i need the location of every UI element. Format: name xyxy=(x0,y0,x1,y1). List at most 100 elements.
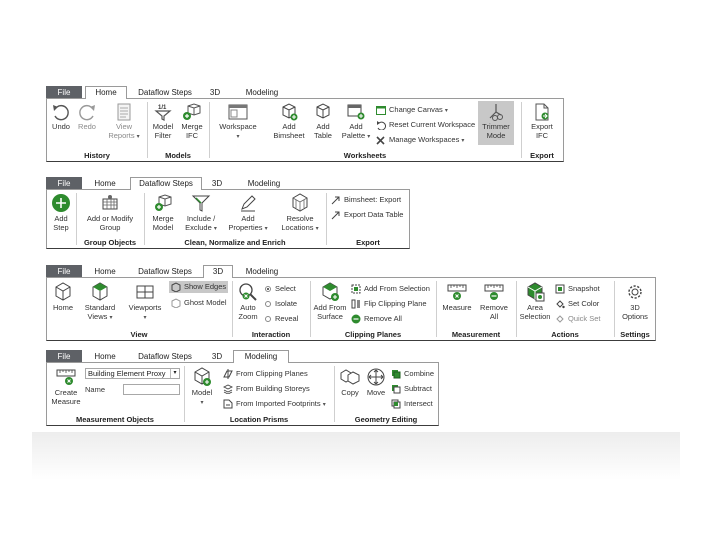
undo-button[interactable]: Undo xyxy=(49,103,73,131)
show-edges-toggle[interactable]: Show Edges xyxy=(169,281,229,294)
tab-dataflow-steps[interactable]: Dataflow Steps xyxy=(138,267,192,276)
group-title-location-prisms: Location Prisms xyxy=(229,415,289,424)
measure-button[interactable]: Measure xyxy=(441,282,473,312)
tab-modeling[interactable]: Modeling xyxy=(245,267,279,276)
tab-dataflow-steps[interactable]: Dataflow Steps xyxy=(138,352,192,361)
remove-all-clipping-button[interactable]: Remove All xyxy=(351,314,402,324)
export-ifc-button[interactable]: Export IFC xyxy=(526,103,558,140)
tab-file[interactable]: File xyxy=(46,350,82,363)
view-reports-button[interactable]: View Reports ▾ xyxy=(107,103,141,142)
tab-modeling[interactable]: Modeling xyxy=(247,179,281,188)
add-bimsheet-button[interactable]: Add Bimsheet xyxy=(272,103,306,140)
select-radio[interactable]: Select xyxy=(265,284,296,294)
group-objects-icon xyxy=(102,195,118,210)
tab-home[interactable]: Home xyxy=(94,267,116,276)
merge-model-button[interactable]: Merge Model xyxy=(149,193,177,232)
add-from-selection-button[interactable]: Add From Selection xyxy=(351,284,430,294)
set-color-button[interactable]: Set Color xyxy=(555,299,599,309)
tab-home[interactable]: Home xyxy=(94,179,116,188)
tools-icon xyxy=(376,135,385,145)
add-step-button[interactable]: Add Step xyxy=(48,193,74,232)
model-filter-label-1: Model xyxy=(152,122,174,131)
from-building-storeys-button[interactable]: From Building Storeys xyxy=(223,384,310,395)
svg-text:1/1: 1/1 xyxy=(158,105,167,111)
undo-icon xyxy=(53,104,69,121)
quick-set-button[interactable]: Quick Set xyxy=(555,314,601,324)
bimsheet-export-button[interactable]: Bimsheet: Export xyxy=(331,195,401,205)
tab-file[interactable]: File xyxy=(46,177,82,190)
tab-3d[interactable]: 3D xyxy=(203,265,233,278)
group-title-measurement-objects: Measurement Objects xyxy=(76,415,154,424)
reset-workspace-button[interactable]: Reset Current Workspace xyxy=(376,120,475,130)
canvas-icon xyxy=(376,105,386,115)
move-button[interactable]: Move xyxy=(363,367,389,397)
3d-options-button[interactable]: 3D Options xyxy=(618,282,652,321)
add-modify-group-button[interactable]: Add or Modify Group xyxy=(79,193,141,232)
change-canvas-label: Change Canvas xyxy=(389,105,443,114)
add-table-label-2: Table xyxy=(314,131,332,140)
group-title-worksheets: Worksheets xyxy=(343,151,387,160)
ghost-model-toggle[interactable]: Ghost Model xyxy=(171,298,227,309)
subtract-label: Subtract xyxy=(404,384,432,393)
copy-cubes-icon xyxy=(340,369,360,385)
change-canvas-button[interactable]: Change Canvas ▾ xyxy=(376,105,448,116)
object-type-select[interactable]: Building Element Proxy ▾ xyxy=(85,368,180,379)
area-selection-button[interactable]: Area Selection xyxy=(519,282,551,321)
clipping-plane-icon xyxy=(223,369,233,380)
tab-modeling[interactable]: Modeling xyxy=(245,88,279,97)
tab-home[interactable]: Home xyxy=(94,352,116,361)
copy-button[interactable]: Copy xyxy=(337,367,363,397)
add-properties-button[interactable]: Add Properties ▾ xyxy=(225,193,271,234)
tab-3d[interactable]: 3D xyxy=(209,88,221,97)
model-button[interactable]: Model ▾ xyxy=(187,367,217,408)
tab-modeling[interactable]: Modeling xyxy=(233,350,289,363)
merge-ifc-button[interactable]: Merge IFC xyxy=(179,103,205,140)
redo-button[interactable]: Redo xyxy=(75,103,99,131)
snapshot-button[interactable]: Snapshot xyxy=(555,284,600,294)
table-cube-icon xyxy=(316,103,330,119)
tab-3d[interactable]: 3D xyxy=(211,179,223,188)
home-view-button[interactable]: Home xyxy=(49,282,77,312)
export-data-table-button[interactable]: Export Data Table xyxy=(331,210,403,220)
add-from-surface-button[interactable]: Add From Surface xyxy=(313,282,347,321)
flip-clipping-plane-button[interactable]: Flip Clipping Plane xyxy=(351,299,427,309)
from-building-storeys-label: From Building Storeys xyxy=(236,384,310,393)
resolve-locations-button[interactable]: Resolve Locations ▾ xyxy=(277,193,323,234)
remove-all-measurements-button[interactable]: Remove All xyxy=(477,282,511,321)
include-exclude-button[interactable]: Include / Exclude ▾ xyxy=(183,193,219,234)
workspace-button[interactable]: Workspace ▾ xyxy=(216,103,260,142)
intersect-button[interactable]: Intersect xyxy=(391,399,433,409)
trimmer-mode-button[interactable]: Trimmer Mode xyxy=(478,101,514,145)
tab-file[interactable]: File xyxy=(46,86,82,99)
isolate-radio[interactable]: Isolate xyxy=(265,299,297,309)
export-ifc-label-1: Export xyxy=(531,122,553,131)
object-type-value: Building Element Proxy xyxy=(88,369,166,378)
name-input[interactable] xyxy=(123,384,180,395)
add-from-selection-label: Add From Selection xyxy=(364,284,430,293)
tab-3d[interactable]: 3D xyxy=(211,352,223,361)
viewports-button[interactable]: Viewports ▾ xyxy=(125,282,165,323)
model-filter-label-2: Filter xyxy=(154,131,172,140)
tab-home[interactable]: Home xyxy=(85,86,127,99)
create-measure-button[interactable]: Create Measure xyxy=(49,367,83,406)
export-data-table-label: Export Data Table xyxy=(344,210,404,219)
reveal-radio[interactable]: Reveal xyxy=(265,314,298,324)
subtract-button[interactable]: Subtract xyxy=(391,384,432,394)
remove-all-label-1: Remove xyxy=(480,303,508,312)
chevron-down-icon: ▾ xyxy=(143,315,147,321)
import-icon xyxy=(223,399,233,409)
tab-dataflow-steps[interactable]: Dataflow Steps xyxy=(138,88,192,97)
manage-workspaces-button[interactable]: Manage Workspaces ▾ xyxy=(376,135,464,146)
add-from-surface-label-2: Surface xyxy=(317,312,343,321)
add-palette-button[interactable]: Add Palette ▾ xyxy=(340,103,372,142)
add-table-button[interactable]: Add Table xyxy=(310,103,336,140)
model-filter-button[interactable]: 1/1 Model Filter xyxy=(150,103,176,140)
move-label: Move xyxy=(366,388,386,397)
tab-dataflow-steps[interactable]: Dataflow Steps xyxy=(130,177,202,190)
from-clipping-planes-button[interactable]: From Clipping Planes xyxy=(223,369,308,380)
combine-button[interactable]: Combine xyxy=(391,369,434,379)
standard-views-button[interactable]: Standard Views ▾ xyxy=(81,282,119,323)
tab-file[interactable]: File xyxy=(46,265,82,278)
from-imported-footprints-button[interactable]: From Imported Footprints ▾ xyxy=(223,399,326,410)
auto-zoom-button[interactable]: Auto Zoom xyxy=(235,282,261,321)
